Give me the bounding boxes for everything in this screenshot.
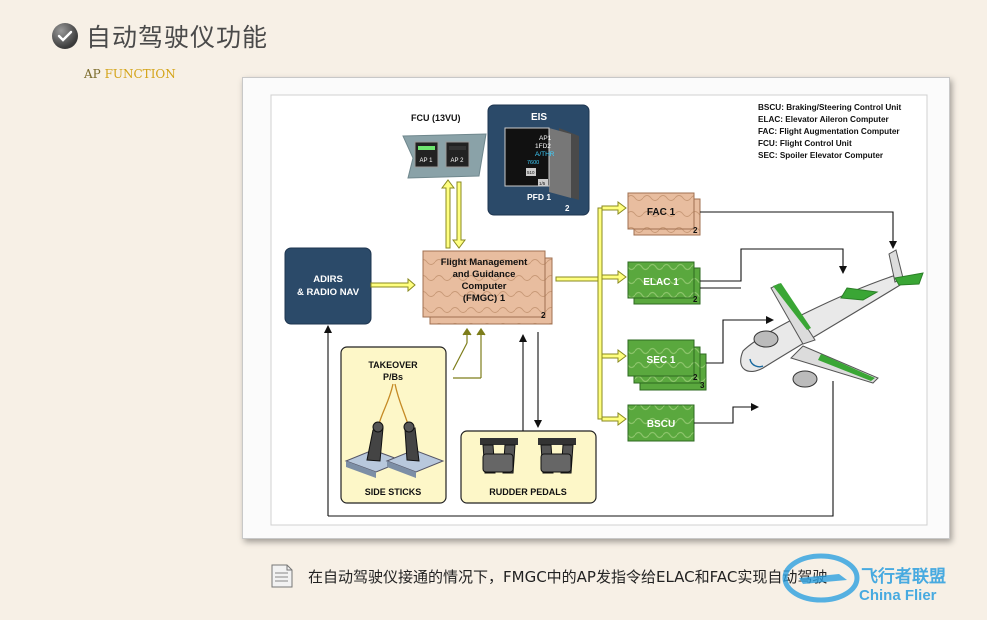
legend: BSCU: Braking/Steering Control Unit ELAC…	[758, 103, 902, 160]
svg-text:2: 2	[693, 373, 698, 382]
fcu-label: FCU (13VU)	[411, 113, 461, 123]
elac-label: ELAC 1	[643, 277, 679, 288]
svg-text:Flight Management: Flight Management	[441, 257, 528, 268]
right-rudder-pedal-icon	[538, 438, 576, 474]
watermark-en: China Flier	[859, 587, 937, 604]
ap1-button: AP 1	[420, 158, 434, 164]
ap2-button: AP 2	[451, 158, 465, 164]
rudder-pedals-label: RUDDER PEDALS	[489, 487, 567, 497]
legend-sec: SEC: Spoiler Elevator Computer	[758, 151, 884, 160]
svg-text:Computer: Computer	[462, 281, 507, 292]
legend-bscu: BSCU: Braking/Steering Control Unit	[758, 103, 902, 112]
page-title: 自动驾驶仪功能	[86, 23, 269, 52]
caption-text: 在自动驾驶仪接通的情况下，FMGC中的AP发指令给ELAC和FAC实现自动驾驶	[308, 567, 828, 586]
left-rudder-pedal-icon	[480, 438, 518, 474]
radio-nav-label: & RADIO NAV	[297, 287, 360, 298]
takeover-connectors	[452, 327, 486, 379]
signal-flow-arrows	[370, 179, 627, 426]
eis-block: EIS AP1 1FD2 A/THR 7600 510 1/5 PFD 1 2	[487, 104, 590, 216]
fac-block: FAC 1 2	[627, 192, 701, 236]
document-icon	[271, 564, 293, 588]
fac-label: FAC 1	[647, 207, 676, 218]
airplane-icon	[740, 249, 924, 388]
diagram-frame: BSCU: Braking/Steering Control Unit ELAC…	[242, 77, 950, 539]
caption: 在自动驾驶仪接通的情况下，FMGC中的AP发指令给ELAC和FAC实现自动驾驶	[270, 563, 827, 589]
rudder-block: RUDDER PEDALS	[460, 430, 597, 504]
sec-label: SEC 1	[647, 355, 676, 366]
svg-text:2: 2	[693, 226, 698, 235]
svg-text:A/THR: A/THR	[535, 151, 555, 158]
bscu-label: BSCU	[647, 419, 675, 430]
pfd-label: PFD 1	[527, 192, 551, 202]
svg-text:1/5: 1/5	[539, 181, 546, 186]
svg-text:1FD2: 1FD2	[535, 143, 551, 150]
right-side-stick-icon	[385, 421, 445, 478]
svg-text:7600: 7600	[527, 160, 539, 166]
elac-block: ELAC 1 2	[627, 261, 701, 305]
svg-text:2: 2	[693, 295, 698, 304]
legend-fac: FAC: Flight Augmentation Computer	[758, 127, 900, 136]
control-lines	[324, 211, 897, 517]
check-bullet-icon	[52, 23, 78, 49]
ap-function-diagram: BSCU: Braking/Steering Control Unit ELAC…	[270, 94, 928, 526]
page-subtitle: AP FUNCTION	[84, 67, 176, 81]
legend-elac: ELAC: Elevator Aileron Computer	[758, 115, 890, 124]
sec-block: SEC 1 2 3	[627, 339, 707, 391]
svg-text:(FMGC) 1: (FMGC) 1	[463, 293, 506, 304]
svg-text:3: 3	[700, 381, 705, 390]
legend-fcu: FCU: Flight Control Unit	[758, 139, 852, 148]
fcu-panel: FCU (13VU) AP 1 AP 2	[402, 113, 487, 179]
side-sticks-label: SIDE STICKS	[365, 487, 422, 497]
svg-text:510: 510	[527, 170, 535, 175]
watermark-cn: 飞行者联盟	[861, 566, 946, 586]
fmgc-block: Flight Management and Guidance Computer …	[422, 250, 553, 325]
svg-text:2: 2	[541, 311, 546, 320]
svg-text:2: 2	[565, 204, 570, 213]
takeover-pbs-label: P/Bs	[383, 372, 403, 382]
takeover-label: TAKEOVER	[368, 360, 418, 370]
adirs-block: ADIRS & RADIO NAV	[284, 247, 372, 325]
takeover-block: TAKEOVER P/Bs SIDE STICKS	[340, 346, 447, 504]
slide-title: 自动驾驶仪功能	[52, 18, 268, 54]
adirs-label: ADIRS	[313, 274, 343, 285]
svg-text:AP1: AP1	[539, 135, 552, 142]
bscu-block: BSCU	[627, 404, 695, 442]
eis-title: EIS	[531, 112, 547, 123]
watermark-logo: 飞行者联盟 China Flier	[779, 548, 979, 614]
svg-text:and Guidance: and Guidance	[453, 269, 516, 280]
